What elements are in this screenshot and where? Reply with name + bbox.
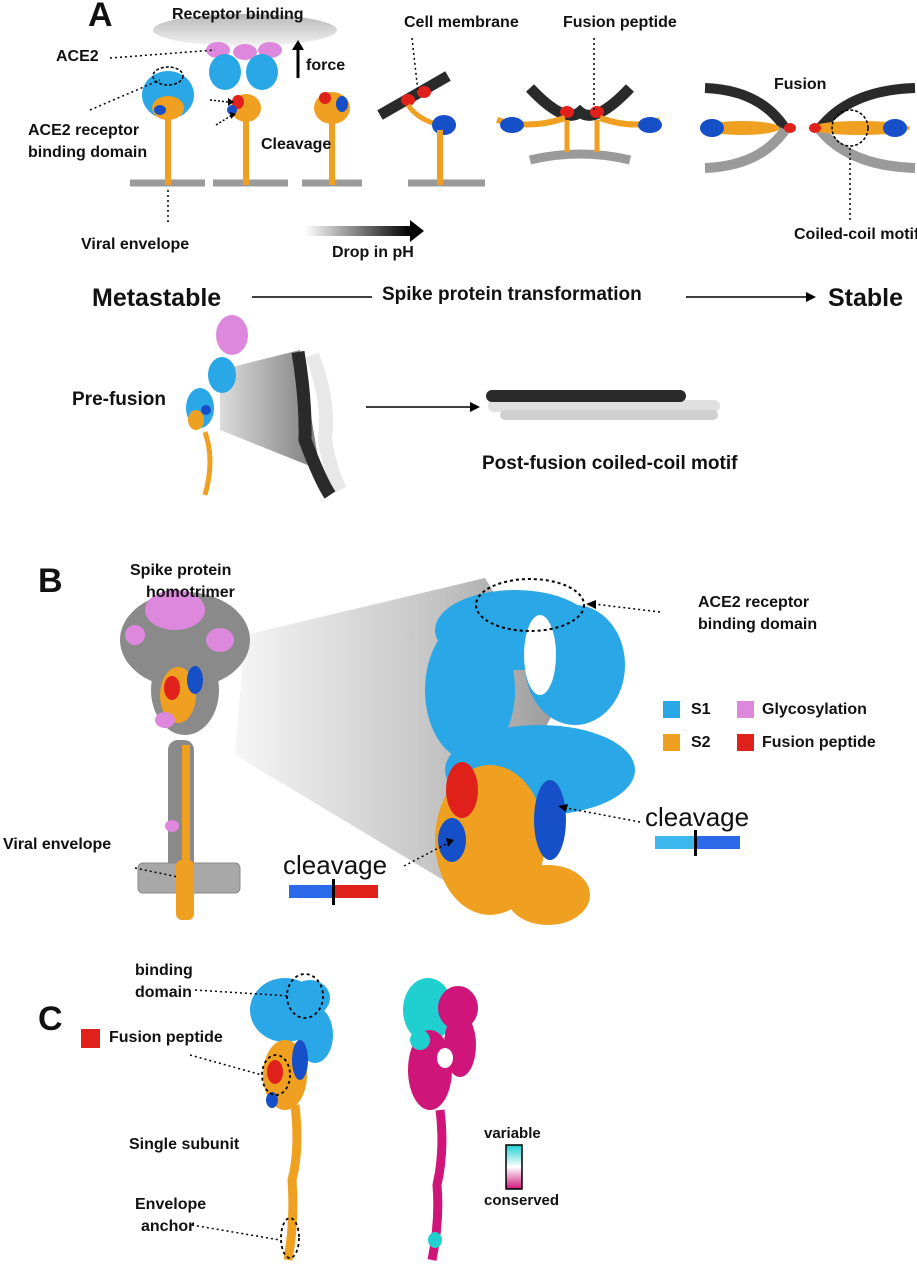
ace2-label: ACE2 [56,48,99,65]
legend-swatch-glyco [737,701,754,718]
rbd-label-line1: ACE2 receptor [698,594,810,611]
drop-in-ph-label: Drop in pH [332,244,414,261]
pre-fusion-label: Pre-fusion [72,389,166,410]
legend-label-glycosylation: Glycosylation [762,701,867,718]
legend-swatch-s2 [663,734,680,751]
ph-gradient-bar [305,226,410,236]
cleavage-label-a: Cleavage [261,136,332,153]
single-subunit-model [250,973,333,1261]
postfusion-coiled-coil [486,390,720,420]
legend-label-s2: S2 [691,734,711,751]
legend-label-s1: S1 [691,701,711,718]
stable-label: Stable [828,284,904,312]
membrane-fusion [700,83,916,173]
rbd-label-line2: binding domain [698,616,818,633]
force-label: force [306,57,346,74]
ph-arrowhead [410,220,424,242]
binding-domain-label-line1: binding [135,962,193,979]
fusion-label: Fusion [774,76,827,93]
cleavage-bar-right [655,830,740,856]
envelope-anchor-label-line1: Envelope [135,1196,207,1213]
receptor-binding-label: Receptor binding [172,6,304,23]
panel-c-letter: C [38,1000,63,1038]
prefusion-spike-model [186,315,347,499]
viral-envelope-label-a: Viral envelope [81,236,190,253]
homotrimer-label-line1: Spike protein [130,562,232,579]
cleavage-arrows [209,99,233,126]
fusion-peptide-label-a: Fusion peptide [563,14,677,31]
coiled-coil-label: Coiled-coil motif [794,226,917,243]
single-subunit-label: Single subunit [129,1136,240,1153]
homotrimer-model [120,590,250,920]
conservation-scale-bar [505,1144,523,1190]
fusion-peptide-label-c: Fusion peptide [109,1029,223,1046]
cleavage-label-right: cleavage [645,802,750,832]
viral-envelope-label-b: Viral envelope [3,836,112,853]
transformation-label: Spike protein transformation [382,284,642,305]
cleavage-bar-left [289,879,378,905]
spike-cleaved-3 [314,92,350,185]
spike-inserted-4 [377,71,456,185]
metastable-label: Metastable [92,284,222,312]
ace2-molecule [206,42,282,60]
legend-label-fusion-peptide: Fusion peptide [762,734,876,751]
spike-bound-2 [209,54,278,185]
envelope-anchor-label-line2: anchor [141,1218,195,1235]
cell-membrane-label: Cell membrane [404,14,519,31]
stable-arrowhead [806,292,816,302]
variable-label: variable [484,1125,541,1142]
panel-a-letter: A [88,0,113,34]
host-cell-surface [153,14,337,46]
curved-envelope [528,149,632,165]
conservation-model [403,978,478,1261]
fusion-peptide-swatch [81,1029,100,1048]
legend-swatch-fusion [737,734,754,751]
binding-domain-label-line2: domain [135,984,192,1001]
ace2-rbd-label-line1: ACE2 receptor [28,122,140,139]
panel-b-leaders [134,603,661,878]
spike-prefusion-1 [142,66,194,185]
conserved-label: conserved [484,1192,560,1209]
homotrimer-label-line2: homotrimer [146,584,235,601]
panel-a-leaders [89,37,851,225]
panel-b-letter: B [38,562,63,600]
zoomed-monomer [425,578,635,925]
ace2-rbd-label-line2: binding domain [28,144,148,161]
spike-extended-5 [496,84,662,152]
legend-swatch-s1 [663,701,680,718]
cleavage-label-left: cleavage [283,850,388,880]
post-fusion-label: Post-fusion coiled-coil motif [482,453,738,474]
panel-c-leaders [189,989,291,1241]
